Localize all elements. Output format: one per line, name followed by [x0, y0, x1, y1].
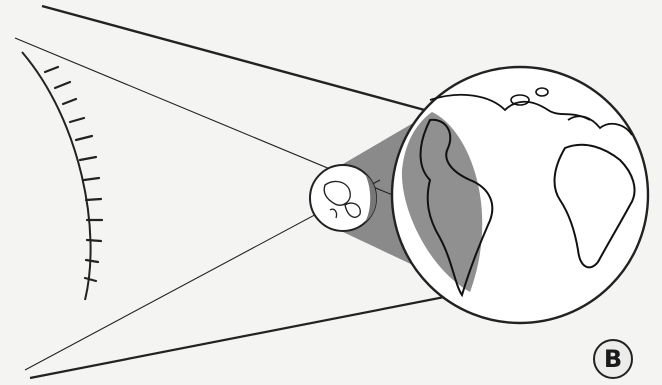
panel-label: B	[604, 347, 622, 371]
ray-upper-outer	[42, 6, 432, 112]
panel-label-badge: B	[593, 339, 633, 379]
ray-lower-outer	[30, 292, 470, 378]
curved-surface	[22, 52, 91, 300]
